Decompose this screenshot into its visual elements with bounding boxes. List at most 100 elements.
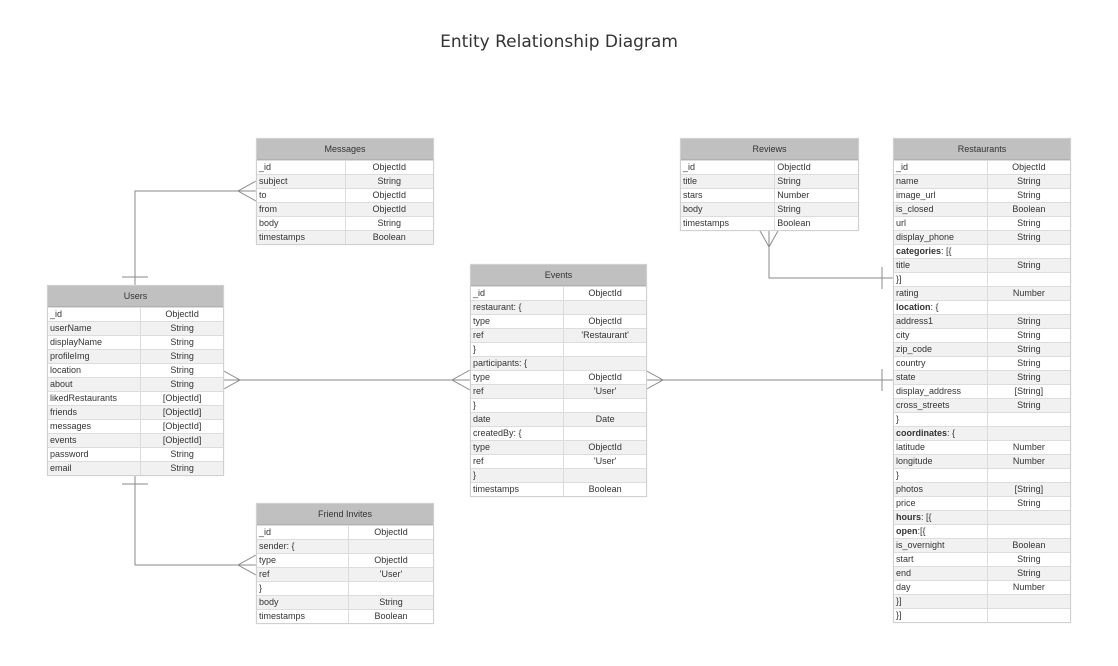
field-type: String (140, 321, 223, 336)
field-row: restaurant: { (471, 300, 646, 315)
entity-header: Events (471, 265, 646, 286)
field-name: about (48, 377, 142, 392)
field-type: [ObjectId] (140, 419, 223, 434)
field-name: } (471, 342, 565, 357)
diagram-title: Entity Relationship Diagram (440, 32, 678, 52)
field-type (987, 244, 1070, 259)
field-type (987, 426, 1070, 441)
field-name: name (894, 174, 988, 189)
field-type: ObjectId (987, 160, 1070, 175)
field-row: ref'User' (257, 567, 433, 582)
field-row: ref'User' (471, 384, 646, 399)
field-name: participants: { (471, 356, 565, 371)
field-type: String (987, 370, 1070, 385)
field-name: } (894, 468, 988, 483)
field-group-name: hours (896, 512, 922, 522)
field-row: events[ObjectId] (48, 433, 223, 448)
field-type: ObjectId (563, 440, 646, 455)
field-row: } (471, 342, 646, 357)
field-name: address1 (894, 314, 988, 329)
field-row: } (471, 398, 646, 413)
field-name: _id (257, 525, 350, 540)
field-type: String (140, 349, 223, 364)
field-name: url (894, 216, 988, 231)
field-name: timestamps (681, 216, 776, 230)
field-type: Boolean (563, 482, 646, 496)
field-type: Number (987, 286, 1070, 301)
entity-header: Reviews (681, 139, 858, 160)
field-type (348, 581, 433, 596)
field-name: } (894, 412, 988, 427)
field-name: location (48, 363, 142, 378)
field-name: profileImg (48, 349, 142, 364)
field-name: createdBy: { (471, 426, 565, 441)
field-group-bracket: : { (930, 302, 939, 312)
field-type: String (345, 216, 433, 231)
field-name: body (681, 202, 776, 217)
field-name: open:[{ (894, 524, 988, 539)
field-type: ObjectId (345, 160, 433, 175)
field-row: } (894, 468, 1070, 483)
entity-header: Messages (257, 139, 433, 160)
field-name: email (48, 461, 142, 475)
field-group-name: coordinates (896, 428, 948, 438)
field-name: photos (894, 482, 988, 497)
field-name: is_closed (894, 202, 988, 217)
field-group-bracket: : { (947, 428, 956, 438)
field-name: coordinates: { (894, 426, 988, 441)
field-row: } (471, 468, 646, 483)
field-name: latitude (894, 440, 988, 455)
field-name: restaurant: { (471, 300, 565, 315)
field-row: messages[ObjectId] (48, 419, 223, 434)
field-name: sender: { (257, 539, 350, 554)
field-name: } (471, 398, 565, 413)
field-row: }] (894, 272, 1070, 287)
entity-header: Users (48, 286, 223, 307)
connector-reviews-restaurants (768, 229, 893, 279)
field-type: ObjectId (140, 307, 223, 322)
field-type: String (987, 342, 1070, 357)
field-row: sender: { (257, 539, 433, 554)
field-type (987, 524, 1070, 539)
field-type (987, 510, 1070, 525)
field-name: }] (894, 594, 988, 609)
field-row: categories: [{ (894, 244, 1070, 259)
field-type: String (140, 335, 223, 350)
field-name: to (257, 188, 346, 203)
field-type: String (987, 216, 1070, 231)
